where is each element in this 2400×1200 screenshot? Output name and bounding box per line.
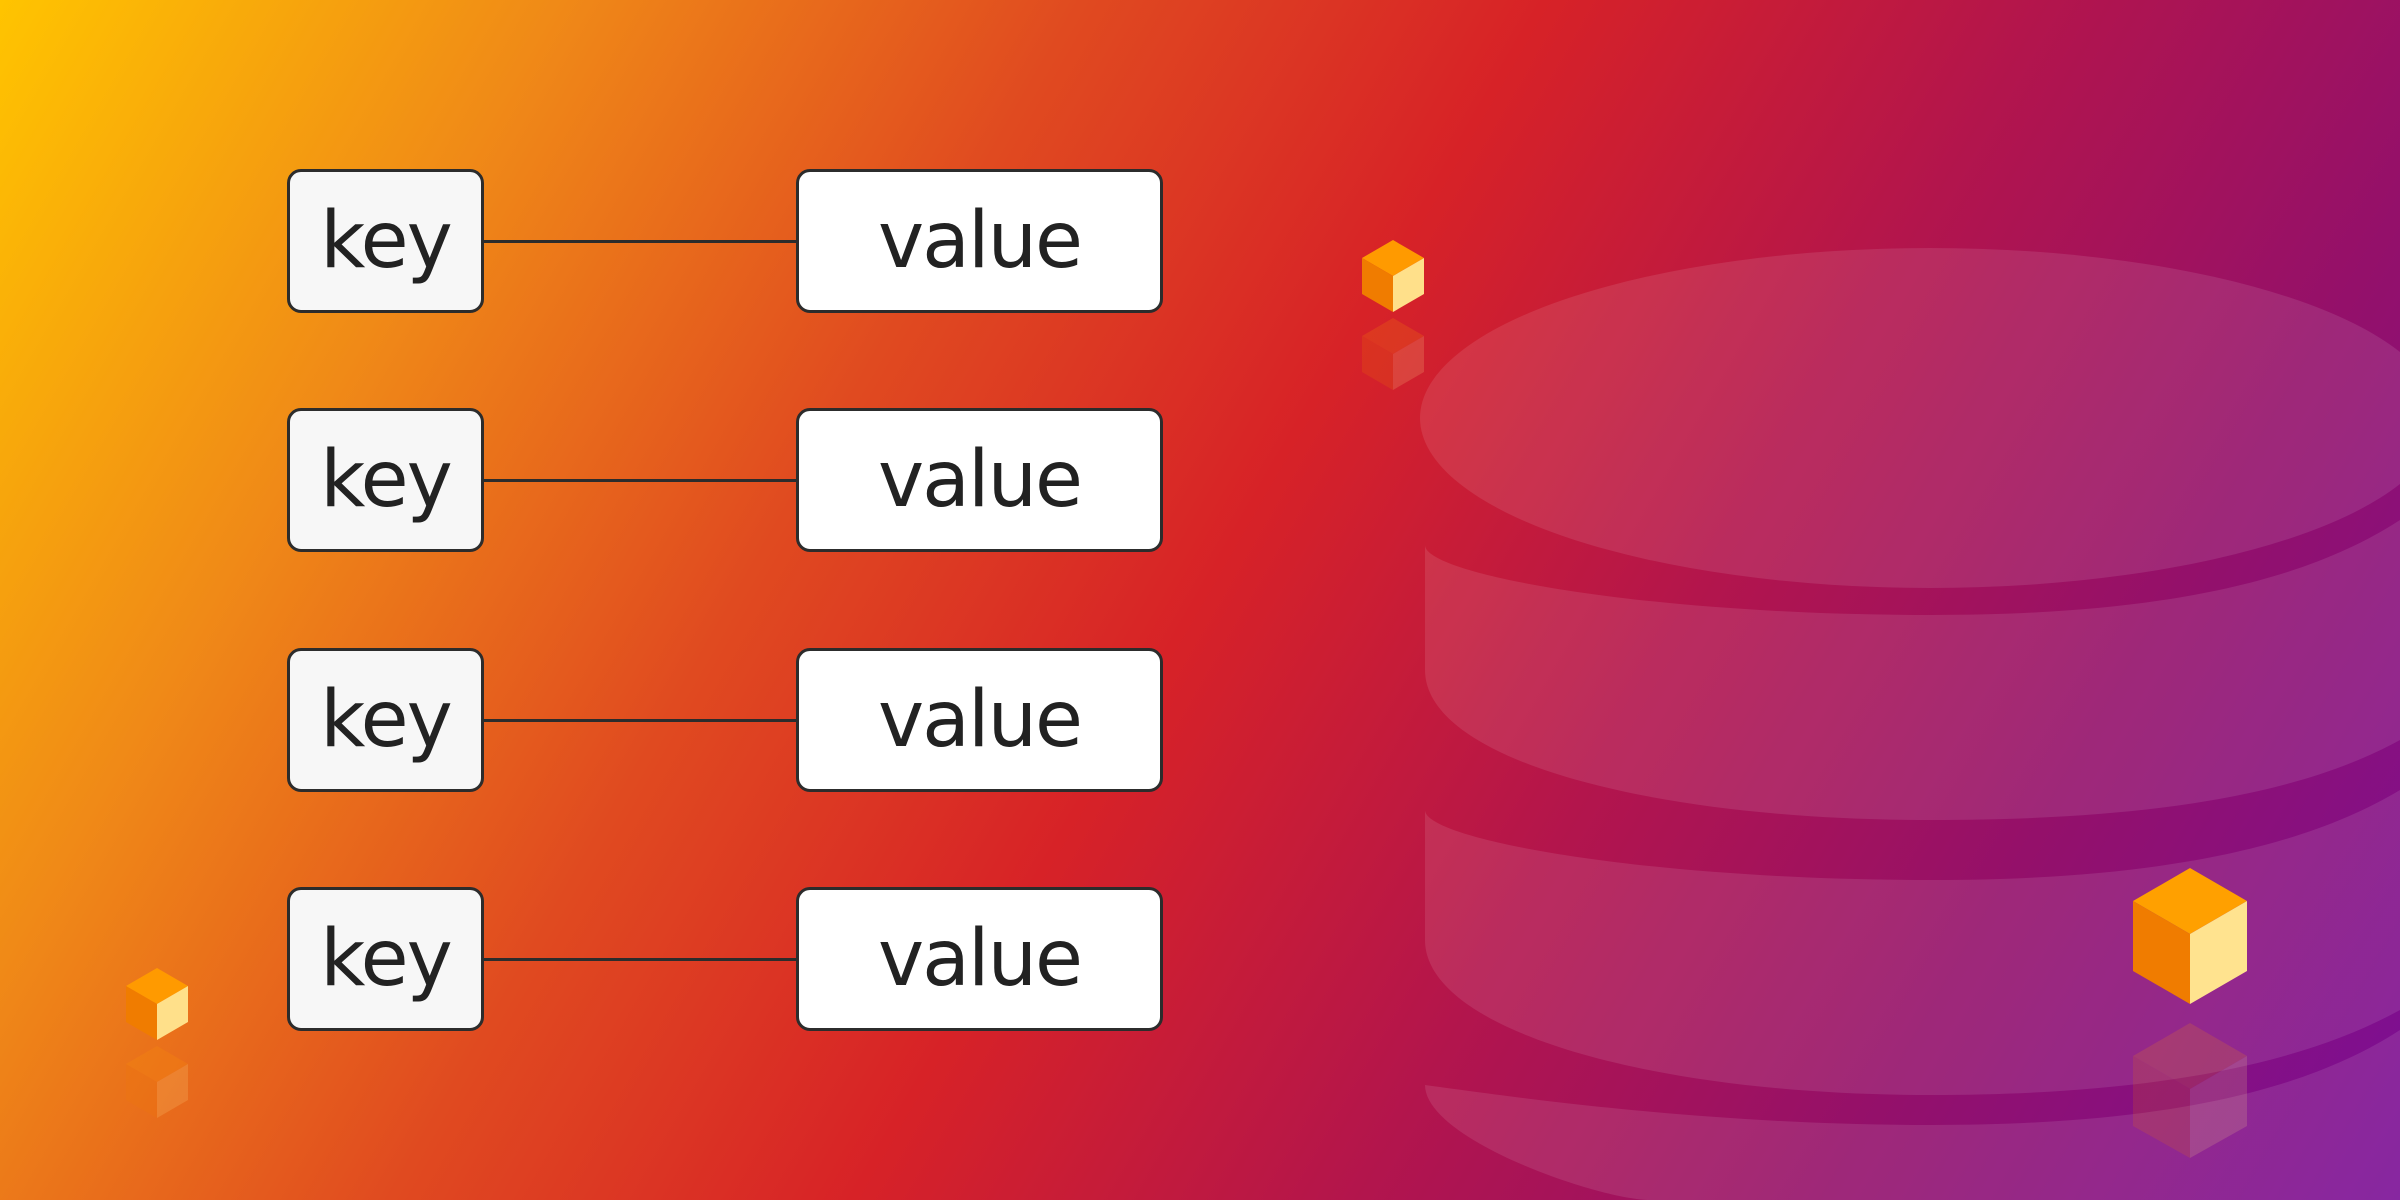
cube-icon (1362, 240, 1424, 390)
connector-line (484, 719, 796, 722)
key-box: key (287, 887, 484, 1031)
kv-pair-row: key value (0, 408, 2400, 558)
kv-pair-row: key value (0, 887, 2400, 1037)
value-box: value (796, 408, 1163, 552)
cube-icon (126, 968, 188, 1118)
connector-line (484, 240, 796, 243)
cube-icon (2133, 868, 2247, 1158)
value-box: value (796, 887, 1163, 1031)
value-box: value (796, 169, 1163, 313)
key-box: key (287, 408, 484, 552)
connector-line (484, 479, 796, 482)
connector-line (484, 958, 796, 961)
key-box: key (287, 169, 484, 313)
kv-pair-row: key value (0, 648, 2400, 798)
key-box: key (287, 648, 484, 792)
kv-pair-row: key value (0, 169, 2400, 319)
value-box: value (796, 648, 1163, 792)
